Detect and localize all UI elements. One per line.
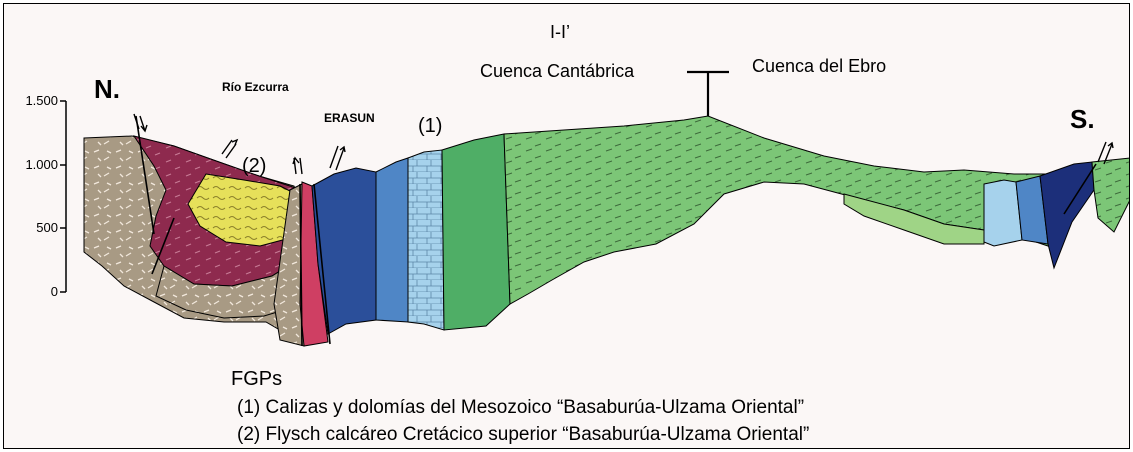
axis-tick-label: 0 — [51, 284, 58, 299]
section-title: I-I’ — [550, 22, 570, 42]
unit-marker-1: (1) — [418, 115, 442, 137]
elevation-axis: 1.500 1.000 500 0 — [25, 93, 66, 299]
axis-tick-label: 1.500 — [25, 93, 58, 108]
unit-green-dark — [442, 134, 510, 330]
village-label: ERASUN — [324, 111, 375, 125]
cross-section-figure: 1.500 1.000 500 0 — [3, 3, 1130, 449]
south-label: S. — [1070, 104, 1095, 134]
unit-green-south-end — [1092, 158, 1130, 232]
fault-arrow-icon — [293, 158, 302, 174]
unit-green-main — [504, 116, 1054, 304]
fault-arrow-icon — [330, 146, 345, 170]
river-label: Río Ezcurra — [222, 80, 289, 94]
basin-right-label: Cuenca del Ebro — [752, 56, 886, 76]
unit-navy-south — [1040, 162, 1094, 268]
unit-marker-2: (2) — [242, 155, 266, 177]
axis-tick-label: 500 — [36, 220, 58, 235]
north-label: N. — [94, 74, 120, 104]
axis-tick-label: 1.000 — [25, 157, 58, 172]
basin-divide-marker — [687, 72, 729, 116]
unit-mid-blue — [376, 158, 408, 322]
geological-units — [84, 116, 1130, 346]
unit-light-blue-limestone — [408, 150, 444, 330]
geological-cross-section: 1.500 1.000 500 0 — [4, 4, 1130, 449]
fault-arrow-icon — [222, 140, 237, 158]
basin-left-label: Cuenca Cantábrica — [480, 61, 635, 81]
unit-light-blue-south — [984, 180, 1022, 246]
